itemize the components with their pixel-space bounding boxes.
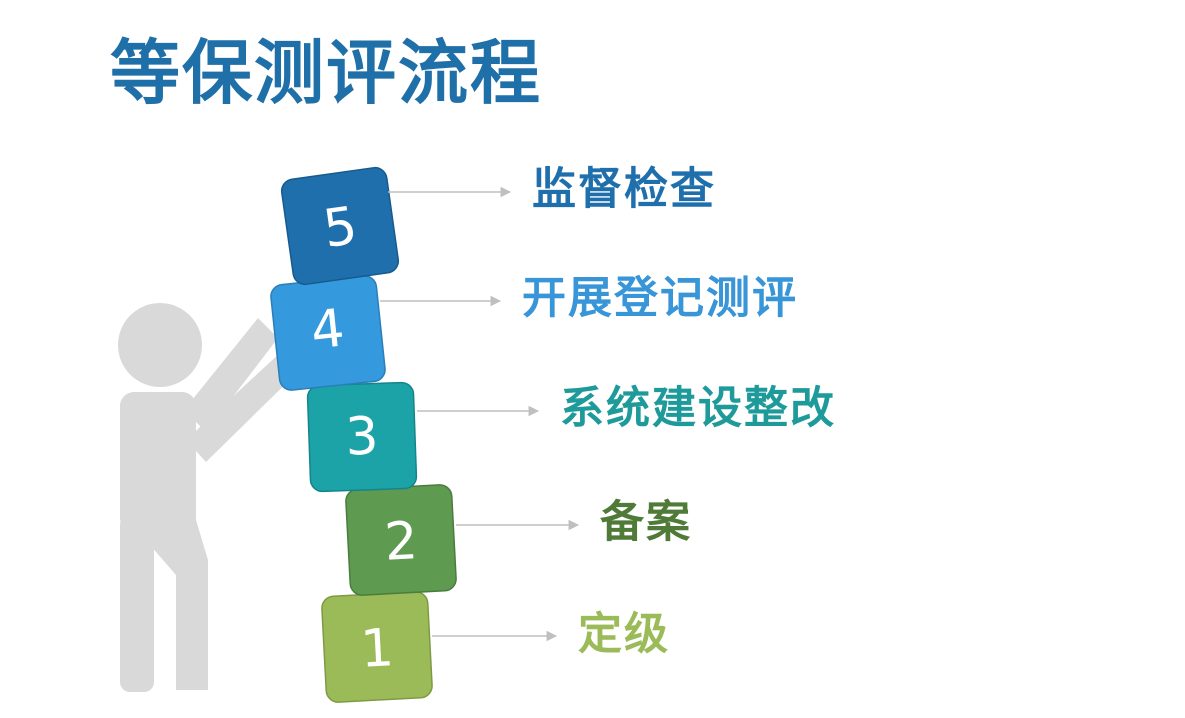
step-label-3: 系统建设整改 (560, 383, 836, 434)
step-block-5: 5 (280, 166, 400, 286)
step-number-3: 3 (344, 406, 379, 467)
step-number-2: 2 (383, 511, 419, 573)
step-number-5: 5 (320, 196, 361, 260)
person-figure (118, 303, 310, 692)
step-label-5: 监督检查 (532, 164, 716, 215)
step-label-4: 开展登记测评 (522, 273, 798, 324)
person-left-leg (120, 515, 154, 692)
person-upper-arm (184, 318, 278, 432)
step-label-2: 备案 (600, 497, 692, 548)
step-block-1: 1 (321, 591, 433, 703)
step-label-1: 定级 (578, 609, 670, 660)
person-head (118, 303, 202, 387)
step-block-2: 2 (345, 484, 457, 596)
step-number-1: 1 (359, 618, 395, 680)
page-title: 等保测评流程 (110, 32, 542, 114)
step-block-3: 3 (306, 381, 418, 493)
step-number-4: 4 (308, 298, 347, 361)
person-torso (120, 392, 196, 532)
step-block-4: 4 (270, 275, 386, 391)
person-right-leg (150, 520, 208, 690)
